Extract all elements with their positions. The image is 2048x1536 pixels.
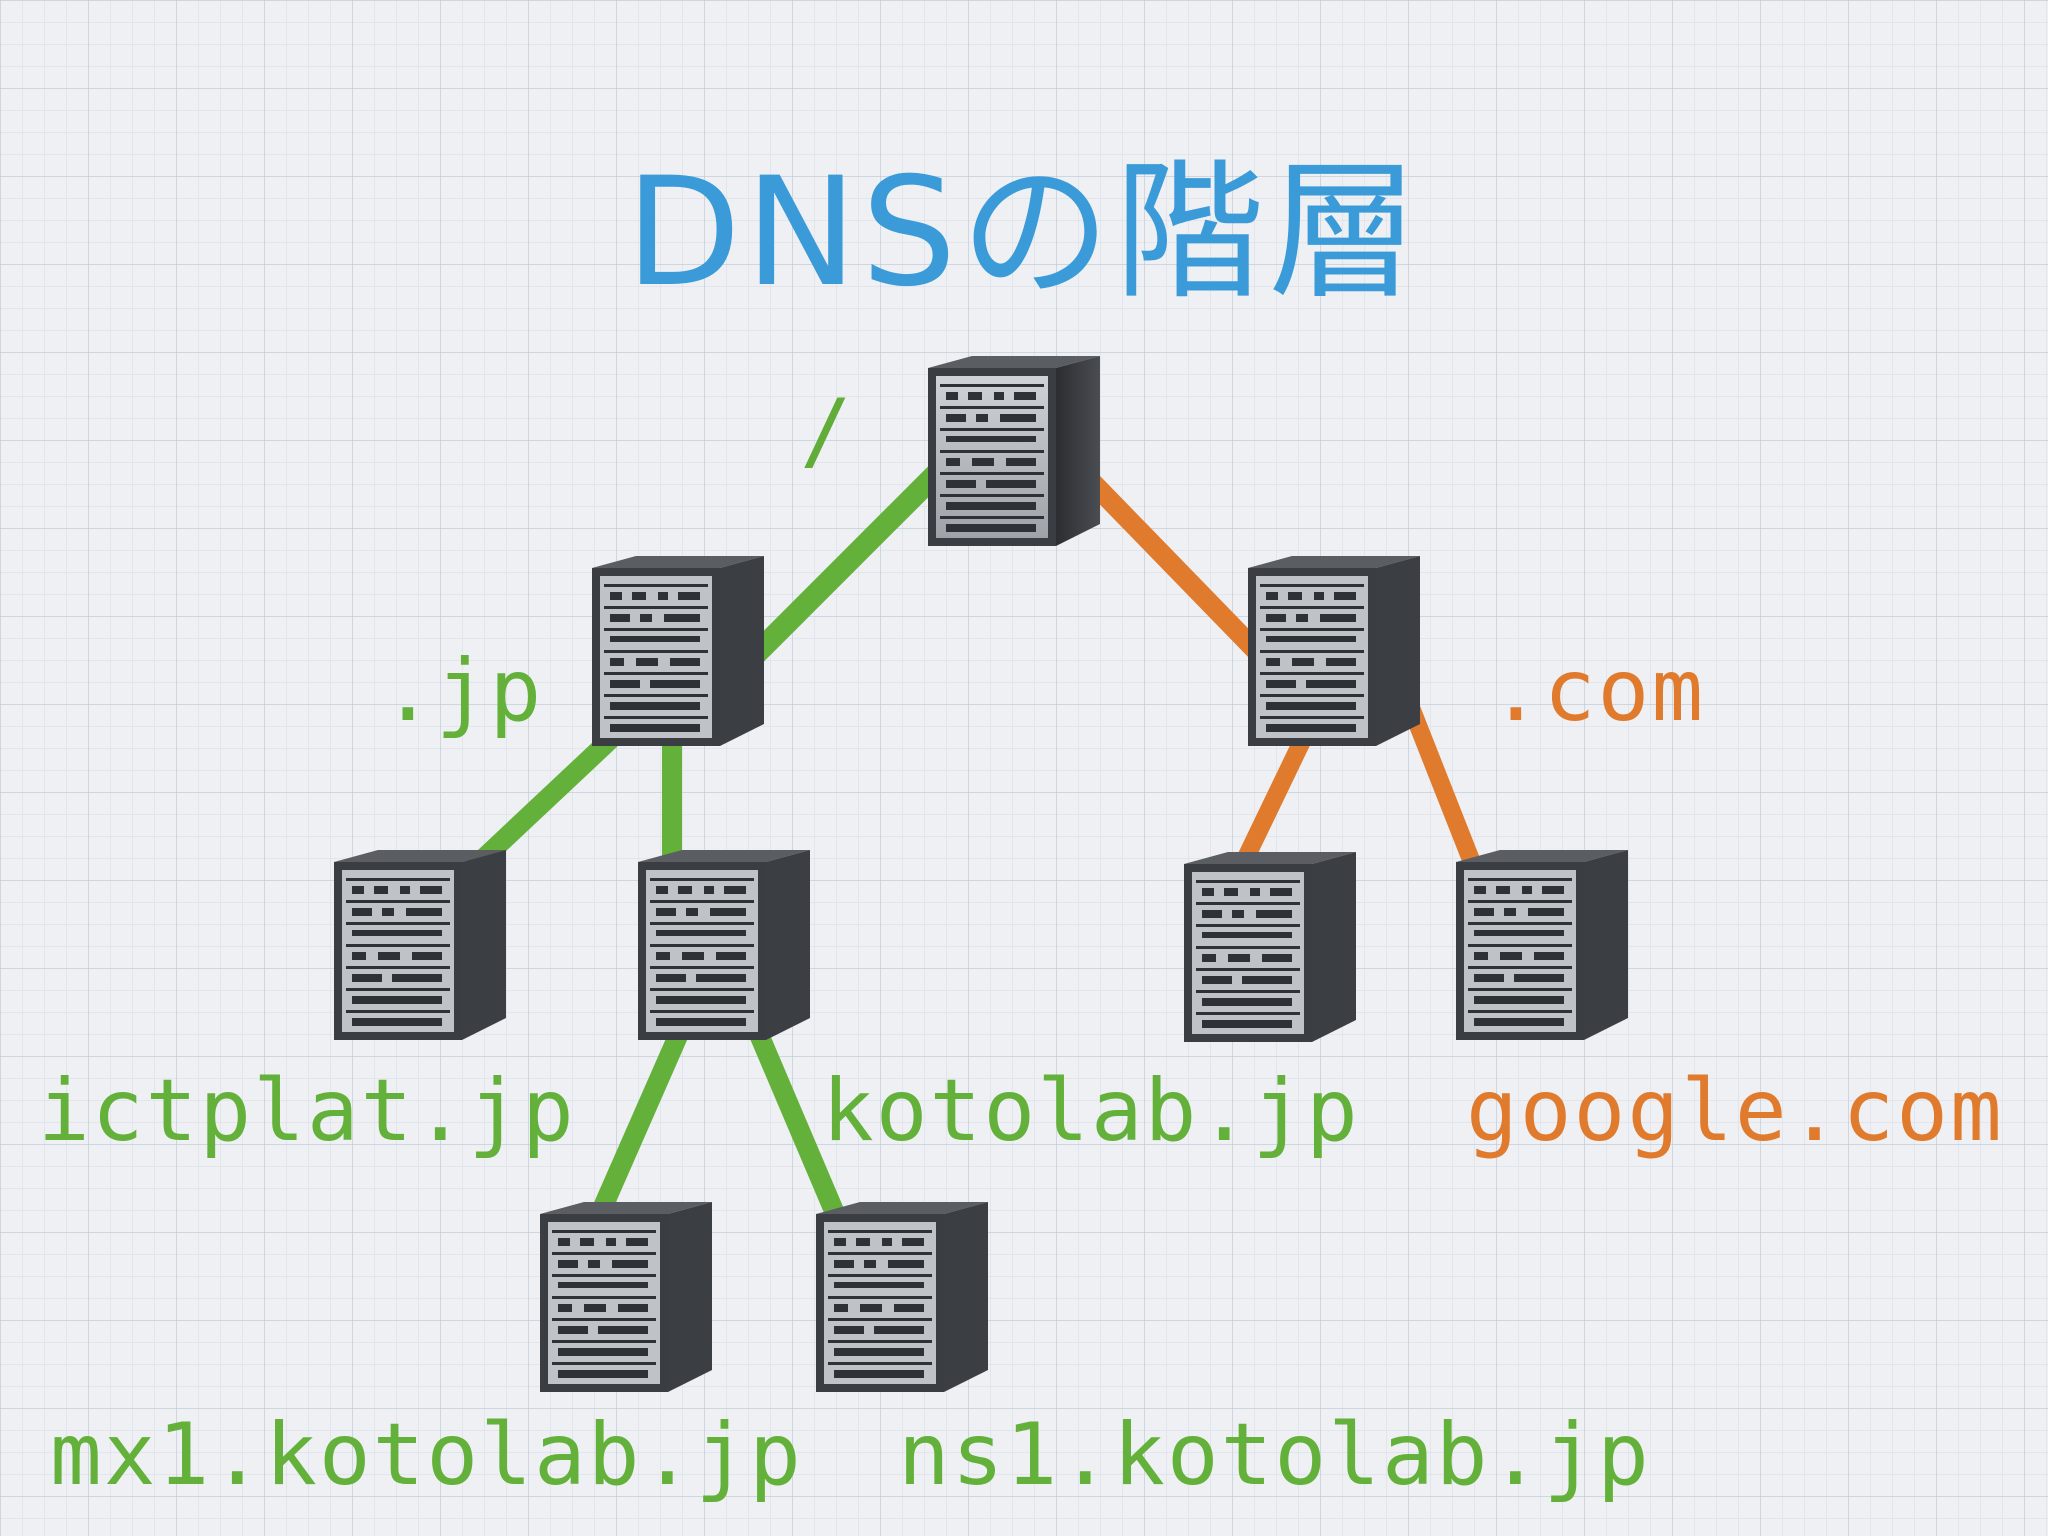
server-ictplat-icon — [334, 850, 506, 1040]
server-ns1-icon — [816, 1202, 988, 1392]
server-com-blank-icon — [1184, 852, 1356, 1042]
server-jp-icon — [592, 556, 764, 746]
link-root-jp — [740, 470, 940, 670]
server-kotolab-icon — [638, 850, 810, 1040]
label-root: / — [800, 388, 854, 474]
label-kotolab: kotolab.jp — [822, 1068, 1360, 1154]
label-jp: .jp — [382, 648, 543, 734]
link-kotolab-mx1 — [595, 1020, 685, 1225]
server-root-icon — [928, 356, 1100, 546]
label-ns1: ns1.kotolab.jp — [898, 1412, 1651, 1498]
label-google: google.com — [1466, 1068, 2004, 1154]
label-com: .com — [1490, 648, 1705, 734]
link-root-com — [1090, 480, 1265, 660]
label-ictplat: ictplat.jp — [38, 1068, 576, 1154]
server-mx1-icon — [540, 1202, 712, 1392]
link-com-blank — [1240, 735, 1305, 870]
server-google-icon — [1456, 850, 1628, 1040]
label-mx1: mx1.kotolab.jp — [50, 1412, 803, 1498]
server-com-icon — [1248, 556, 1420, 746]
